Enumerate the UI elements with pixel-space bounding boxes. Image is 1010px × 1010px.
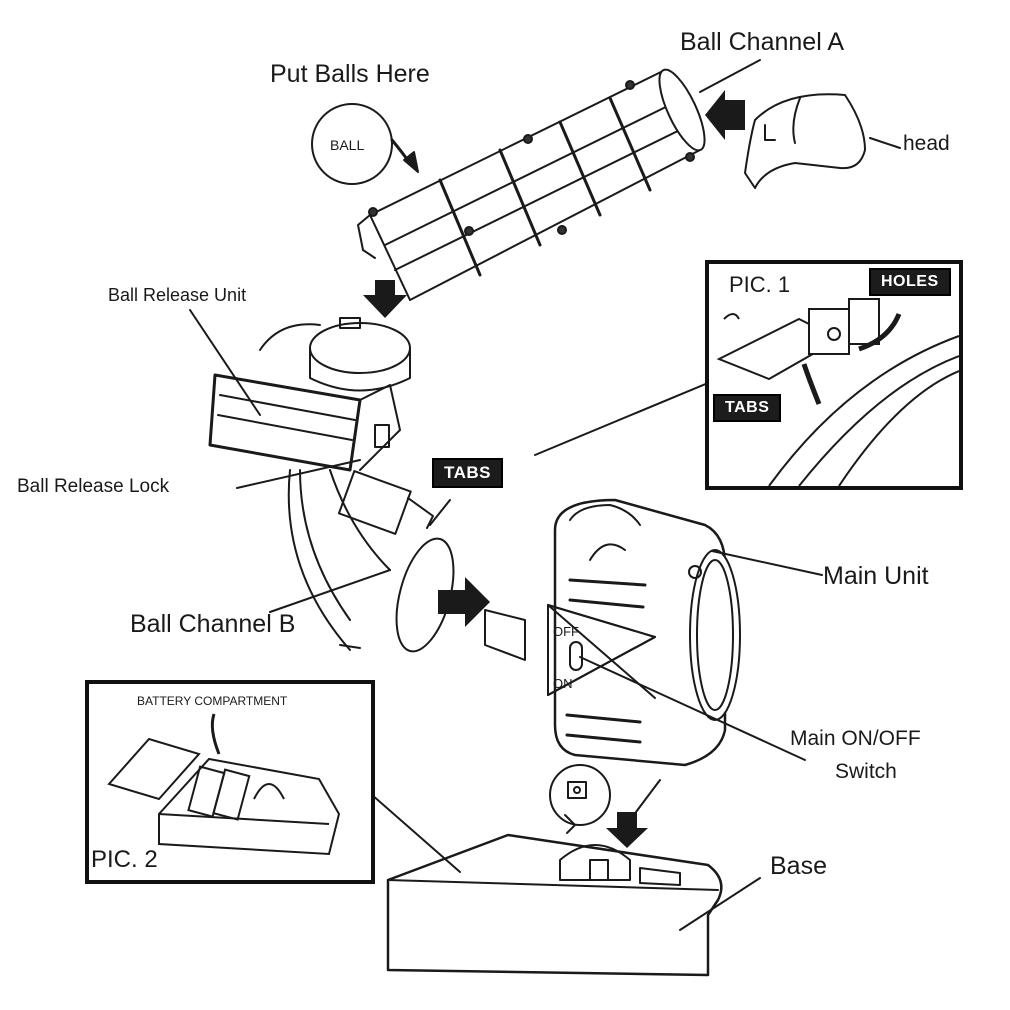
label-tabs: TABS <box>432 458 504 488</box>
arrow-right-icon <box>438 577 490 627</box>
main-unit-drawing <box>484 498 741 834</box>
label-ball-release-unit: Ball Release Unit <box>108 285 247 305</box>
label-switch-on: ON <box>553 676 573 691</box>
label-main-switch-line2: Switch <box>835 760 897 783</box>
arrow-left-icon <box>705 90 745 140</box>
label-put-balls-here: Put Balls Here <box>270 60 430 88</box>
label-ball-channel-b: Ball Channel B <box>130 610 296 638</box>
label-main-unit: Main Unit <box>823 562 929 590</box>
label-base: Base <box>770 852 827 880</box>
pic2-caption: BATTERY COMPARTMENT <box>137 694 288 708</box>
label-switch-off: OFF <box>553 624 579 639</box>
arrow-down-icon <box>363 280 407 318</box>
pic2-artwork <box>107 713 341 856</box>
pic2-title: PIC. 2 <box>91 846 158 873</box>
pic1-artwork <box>716 298 959 486</box>
label-ball-release-lock: Ball Release Lock <box>17 476 170 497</box>
pic1-tabs-tag: TABS <box>713 394 782 422</box>
ball-channel-b-drawing <box>287 469 455 653</box>
ball-drawing <box>311 103 393 185</box>
pic1-title: PIC. 1 <box>729 272 791 297</box>
pic1-inset: PIC. 1 HOLES TABS <box>705 260 963 490</box>
label-head: head <box>903 132 950 155</box>
pic2-inset: BATTERY COMPARTMENT PIC. 2 <box>85 680 375 884</box>
base-drawing <box>386 833 723 977</box>
label-ball-channel-a: Ball Channel A <box>680 28 845 56</box>
label-ball: BALL <box>330 137 365 153</box>
head-drawing <box>744 93 901 189</box>
pic1-holes-tag: HOLES <box>869 268 951 296</box>
ball-channel-a-drawing <box>357 68 706 301</box>
arrow-down-base-icon <box>606 812 648 848</box>
ball-release-unit-drawing <box>208 317 411 472</box>
label-main-switch-line1: Main ON/OFF <box>790 727 921 750</box>
